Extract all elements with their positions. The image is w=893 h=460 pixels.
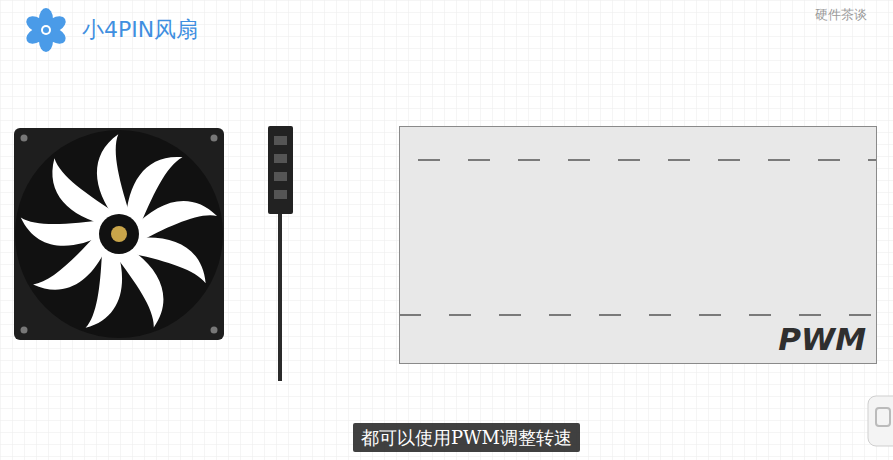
watermark: 硬件茶谈 xyxy=(815,6,867,24)
band-label: PWM xyxy=(778,321,866,357)
fan-illustration xyxy=(14,128,224,340)
logo-fan xyxy=(23,8,68,52)
caption-box xyxy=(353,423,580,452)
title: 小4PIN风扇 xyxy=(82,16,198,44)
edge-icon xyxy=(868,396,893,446)
pin-connector xyxy=(268,126,293,381)
pwm-band-ground xyxy=(399,126,877,364)
pwm-band: PWM xyxy=(399,126,877,364)
subtitle: 都可以使用PWM调整转速 xyxy=(361,426,572,449)
